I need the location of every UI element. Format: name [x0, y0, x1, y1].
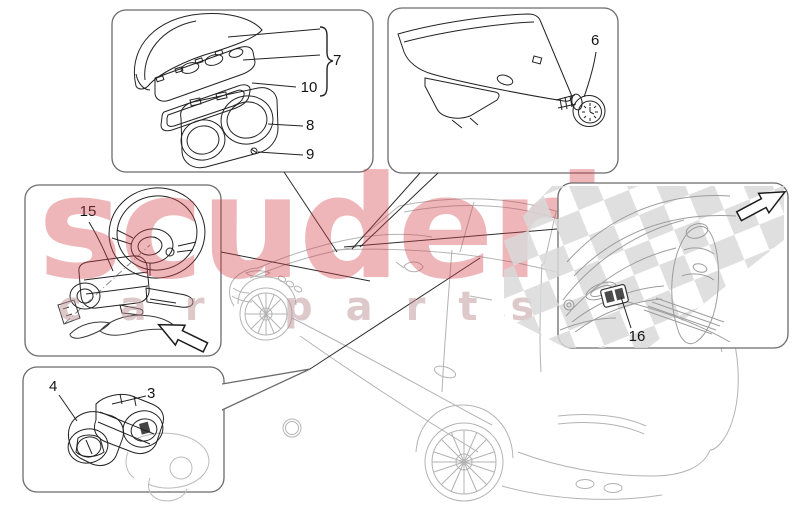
callout-6[interactable]: 6 — [591, 32, 600, 49]
callout-leader-16 — [620, 296, 632, 329]
ignition-switch-art — [67, 393, 210, 502]
callout-leaders-misc — [58, 221, 147, 422]
callout-16[interactable]: 16 — [628, 328, 646, 345]
instrument-cluster-art — [134, 12, 279, 169]
clock-part — [572, 95, 606, 127]
inset-leader-lines — [220, 171, 558, 370]
front-wheel-spokes — [245, 293, 287, 335]
direction-arrow-down-left — [157, 323, 209, 353]
callout-9[interactable]: 9 — [306, 146, 315, 163]
ignition-switch-part — [67, 411, 125, 467]
callout-8[interactable]: 8 — [306, 117, 315, 134]
callout-7[interactable]: 7 — [333, 52, 342, 69]
callout-4[interactable]: 4 — [49, 378, 58, 395]
wiper-stalk — [145, 287, 194, 308]
rear-wheel-spokes — [432, 430, 496, 494]
bracket-7 — [319, 26, 334, 97]
direction-arrow-up-right — [735, 190, 787, 222]
inset-box-steering-column — [24, 184, 222, 357]
steering-column-art — [57, 187, 206, 339]
callout-3[interactable]: 3 — [147, 385, 156, 402]
switch-part-16 — [600, 284, 629, 308]
screw-part — [250, 147, 258, 155]
callout-leaders-box-a — [227, 26, 334, 156]
column-switch-module — [69, 255, 194, 316]
callout-15[interactable]: 15 — [79, 203, 97, 220]
dash-end-panel-art — [397, 13, 606, 129]
callout-10[interactable]: 10 — [300, 79, 318, 96]
